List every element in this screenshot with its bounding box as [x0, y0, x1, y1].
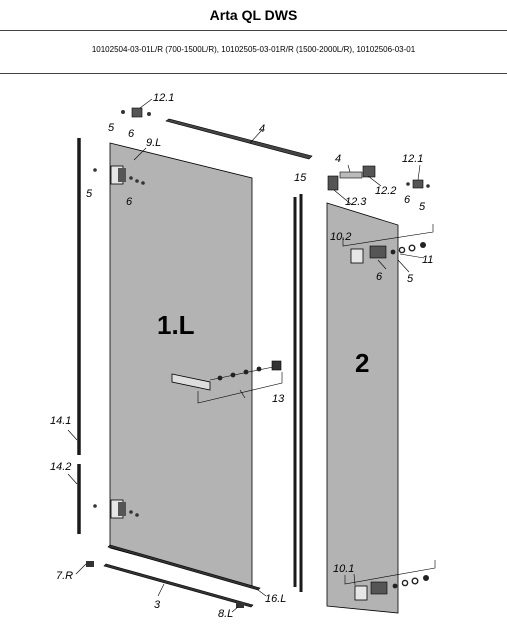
label-5-d: 5: [407, 273, 414, 285]
label-14-2: 14.2: [50, 461, 71, 473]
panel-label-2: 2: [355, 348, 369, 378]
page-title: Arta QL DWS: [209, 7, 298, 23]
screw-5-a: [121, 110, 125, 114]
screw-6-b-1: [129, 176, 133, 180]
handle-knob-3: [243, 369, 249, 375]
label-7r: 7.R: [56, 570, 73, 582]
label-15: 15: [294, 172, 307, 184]
part-12-2: [362, 165, 376, 178]
label-6-c: 6: [404, 194, 411, 206]
handle-knob-2: [230, 372, 236, 378]
header-divider-bottom: [0, 73, 507, 74]
label-12-2: 12.2: [375, 185, 396, 197]
screw-6-b-2: [135, 179, 139, 183]
handle-cap: [271, 360, 282, 371]
washer-11-c: [408, 244, 416, 252]
clamp-plate-10-2: [369, 245, 387, 259]
clamp-plate-10-1: [370, 581, 388, 595]
bracket-10-1: [344, 560, 436, 585]
bottom-rail-16l: [107, 544, 261, 591]
handle-bracket: [197, 372, 283, 404]
screw-lower-2: [129, 510, 133, 514]
washer-11-b: [398, 246, 406, 254]
label-4-a: 4: [259, 123, 265, 135]
handle-13: [171, 373, 211, 391]
label-4-b: 4: [335, 153, 341, 165]
glass-panel-2: [326, 202, 399, 614]
label-10-2: 10.2: [330, 231, 351, 243]
label-8l: 8.L: [218, 608, 233, 620]
part-7r: [86, 561, 94, 567]
holder-12-1-a: [131, 107, 143, 118]
part-12-1-b: [412, 179, 424, 189]
leader-lines: [67, 98, 425, 613]
hinge-plate-lower: [118, 502, 126, 516]
label-6-d: 6: [376, 271, 383, 283]
label-5-a: 5: [108, 122, 115, 134]
label-5-b: 5: [86, 188, 93, 200]
washer-10-1-b: [401, 579, 409, 587]
label-6-a: 6: [128, 128, 135, 140]
part-12-3: [327, 175, 339, 191]
label-6-b: 6: [126, 196, 133, 208]
product-codes: 10102504-03-01L/R (700-1500L/R), 1010250…: [91, 45, 416, 54]
label-10-1: 10.1: [333, 563, 354, 575]
label-12-3: 12.3: [345, 196, 367, 208]
label-14-1: 14.1: [50, 415, 71, 427]
clamp-10-1: [354, 585, 368, 601]
label-5-c: 5: [419, 201, 426, 213]
screw-lower-1: [93, 504, 97, 508]
label-9l: 9.L: [146, 137, 161, 149]
screw-6-a: [147, 112, 151, 116]
handle-knob-4: [256, 366, 262, 372]
washer-10-1-d: [423, 575, 429, 581]
label-13: 13: [272, 393, 285, 405]
glass-panel-1l: [109, 142, 253, 587]
label-11: 11: [422, 254, 433, 266]
clamp-10-2: [350, 248, 364, 264]
hinge-plate-upper: [118, 168, 126, 182]
screw-lower-3: [135, 513, 139, 517]
panel-label-1l: 1.L: [157, 310, 195, 340]
label-12-1-a: 12.1: [153, 92, 174, 104]
washer-10-1-a: [392, 583, 398, 589]
screw-5-c: [426, 184, 430, 188]
washer-11-d: [420, 242, 426, 248]
top-rail-4: [165, 118, 313, 160]
label-3: 3: [154, 599, 161, 611]
bottom-rail-3: [103, 563, 254, 608]
part-8l: [236, 602, 244, 608]
washer-11-a: [390, 249, 396, 255]
bracket-10-2: [342, 224, 434, 247]
label-16l: 16.L: [265, 593, 286, 605]
screw-6-c: [406, 182, 410, 186]
handle-knob-1: [217, 375, 223, 381]
header-divider: [0, 30, 507, 31]
part-4-b: [339, 171, 363, 179]
screw-6-b-3: [141, 181, 145, 185]
label-12-1-b: 12.1: [402, 153, 423, 165]
screw-5-b: [93, 168, 97, 172]
washer-10-1-c: [411, 577, 419, 585]
